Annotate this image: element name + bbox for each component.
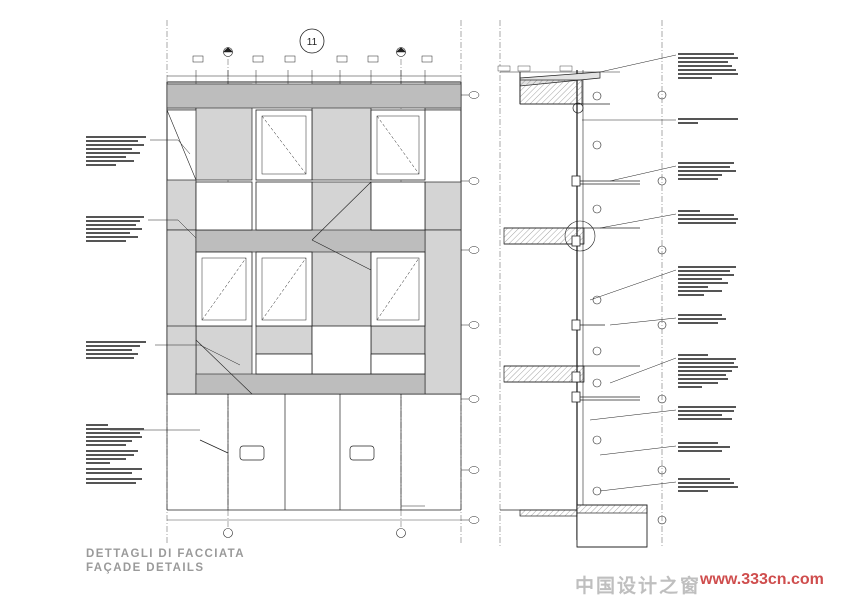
floor-slabs (503, 227, 640, 383)
level-lines (461, 94, 478, 521)
windows (195, 109, 426, 375)
facade-elevation (166, 20, 480, 545)
section-marker-right (395, 47, 407, 538)
window-frames (201, 115, 420, 321)
louvers (571, 175, 640, 403)
drawing-title-english: FAÇADE DETAILS (86, 562, 205, 574)
opening-diagonals (201, 115, 420, 321)
level-tags (468, 91, 480, 524)
elevation-annotations (110, 139, 241, 431)
panel-diagonals (166, 109, 372, 395)
slab-bands (166, 83, 462, 395)
section-marker-left (222, 47, 234, 538)
watermark-logo-text: 中国设计之窗 (575, 575, 702, 597)
axis-tags (192, 55, 433, 63)
lower-glazing (166, 394, 462, 521)
base-detail (500, 504, 648, 548)
section-annotations (582, 54, 677, 492)
drawing-title-italian: DETTAGLI DI FACCIATA (86, 548, 245, 560)
elevation-note-text (86, 136, 146, 484)
grey-panels (166, 83, 462, 395)
section-tag-label: 11 (307, 37, 318, 48)
section-note-text (678, 53, 738, 492)
wall-section (497, 20, 667, 548)
watermark-url: www.333cn.com (700, 571, 824, 588)
section-tag: 11 (299, 28, 325, 54)
level-markers (592, 90, 667, 525)
